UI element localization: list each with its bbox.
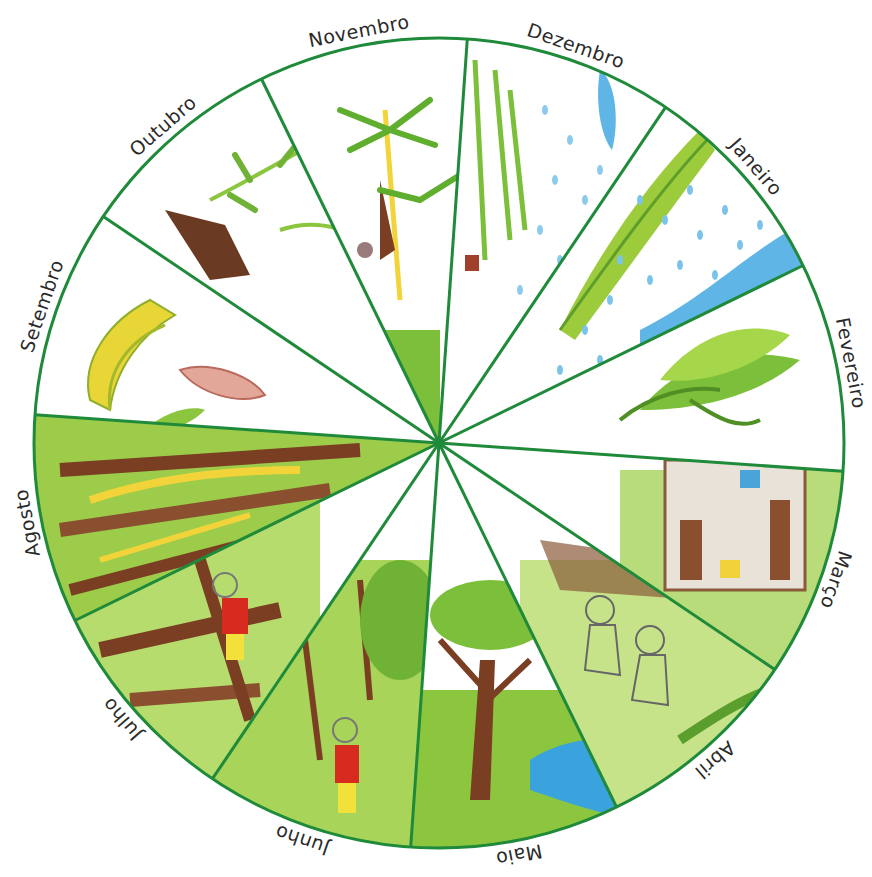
window xyxy=(720,560,740,578)
rain-drawing xyxy=(557,130,830,375)
people-drawing xyxy=(520,540,800,820)
person-legs xyxy=(226,634,244,660)
log xyxy=(60,450,360,470)
person-head xyxy=(213,573,237,597)
corn-leaf xyxy=(620,389,720,420)
person-head xyxy=(333,718,357,742)
tree-branch xyxy=(488,660,530,700)
fire xyxy=(90,470,300,500)
month-name: Maio xyxy=(494,841,544,869)
fire xyxy=(100,515,250,560)
bush xyxy=(680,690,770,740)
forest-ground xyxy=(30,400,440,630)
log xyxy=(540,540,700,600)
corn-cob xyxy=(660,329,790,381)
person-shirt xyxy=(222,598,248,634)
plant xyxy=(475,60,525,260)
person-body xyxy=(632,655,668,705)
person-body xyxy=(585,625,620,675)
person-shirt xyxy=(335,745,359,783)
corn-leaf xyxy=(690,400,760,424)
person-legs xyxy=(338,783,356,813)
leaves xyxy=(230,124,345,210)
burning-drawing xyxy=(30,400,440,630)
ground xyxy=(330,330,440,440)
fruit xyxy=(357,242,373,258)
leaf-vein xyxy=(560,140,707,330)
banana-line xyxy=(109,325,165,410)
palm-leaves xyxy=(340,100,460,200)
house-wall xyxy=(665,460,805,590)
log xyxy=(200,560,250,720)
month-dividers xyxy=(35,39,843,847)
window xyxy=(740,470,760,488)
branch xyxy=(280,225,360,240)
branch xyxy=(210,130,340,200)
water xyxy=(530,738,640,820)
house-post xyxy=(680,520,702,580)
log xyxy=(100,610,280,650)
meat xyxy=(180,367,265,399)
person-head xyxy=(636,626,664,654)
calendar-rim xyxy=(34,38,844,848)
hut xyxy=(465,255,479,271)
person-head xyxy=(586,596,614,624)
water xyxy=(598,70,616,150)
house-post xyxy=(770,500,790,580)
leaf xyxy=(145,408,205,431)
branch-drawing xyxy=(165,124,360,280)
rain-drawing xyxy=(465,60,616,295)
palm-drawing xyxy=(330,100,460,440)
food-drawing xyxy=(88,300,265,431)
tree-crown xyxy=(430,580,550,650)
rain-drops xyxy=(517,105,603,295)
banana-bunch xyxy=(88,300,175,410)
palm-stem xyxy=(385,110,400,300)
bark xyxy=(165,210,250,280)
